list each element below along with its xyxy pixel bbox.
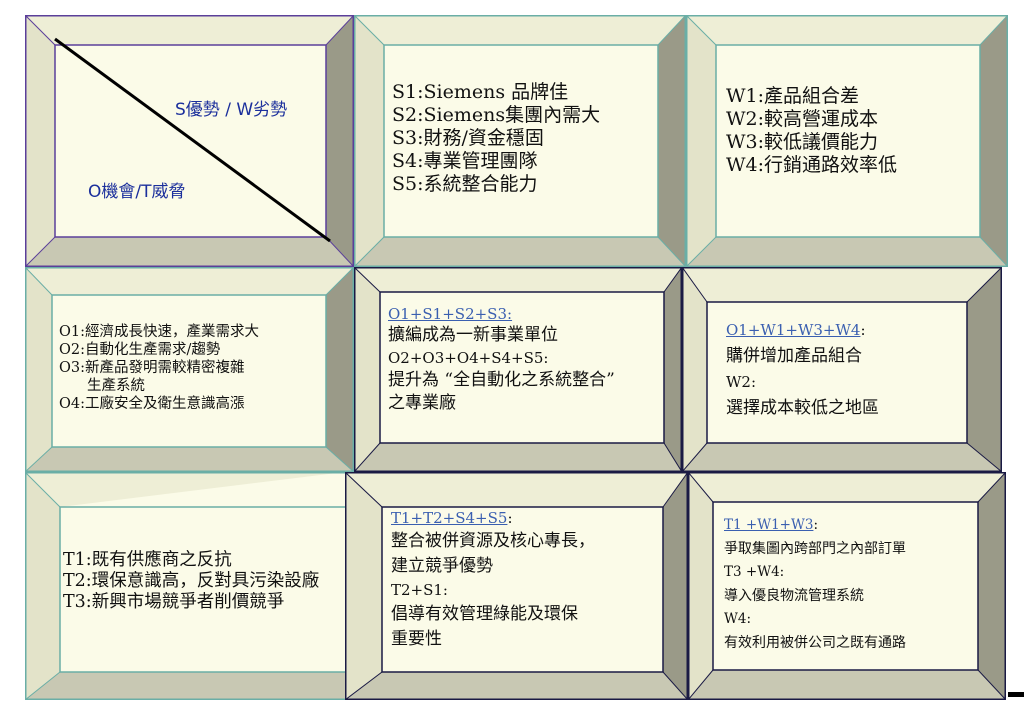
wt-strategy-text: T1 +W1+W3: 爭取集圖內跨部門之內部訂單 T3 +W4: 導入優良物流管… [724, 514, 978, 668]
strength-item: S4:專業管理團隊 [392, 150, 538, 172]
strength-item: S2:Siemens集團內需大 [392, 104, 601, 126]
wt-text-2: 導入優良物流管理系統 [724, 587, 864, 604]
wt-text-3: 有效利用被併公司之既有通路 [724, 634, 906, 651]
so-strategy-text: O1+S1+S2+S3: 擴編成為一新事業單位 O2+O3+O4+S4+S5: … [388, 304, 680, 442]
st-strategy-cell: T1+T2+S4+S5: 整合被併資源及核心專長， 建立競爭優勢 T2+S1: … [345, 472, 688, 700]
threats-list: T1:既有供應商之反抗 T2:環保意識高，反對具污染設廠 T3:新興市場競爭者削… [63, 550, 345, 630]
strengths-list: S1:Siemens 品牌佳 S2:Siemens集團內需大 S3:財務/資金穩… [392, 81, 658, 231]
so-strategy-cell: O1+S1+S2+S3: 擴編成為一新事業單位 O2+O3+O4+S4+S5: … [354, 267, 682, 472]
wo-text-2: 選擇成本較低之地區 [726, 398, 879, 418]
opportunities-cell: O1:經濟成長快速，產業需求大 O2:自動化生產需求/趨勢 O3:新產品發明需較… [25, 267, 354, 472]
weakness-item: W4:行銷通路效率低 [726, 154, 898, 176]
wo-header-1: O1+W1+W3+W4 [726, 321, 861, 339]
wt-text-1: 爭取集圖內跨部門之內部訂單 [724, 540, 906, 557]
opportunity-item: 生產系統 [87, 378, 145, 394]
diagonal-divider [54, 37, 331, 243]
strength-item: S3:財務/資金穩固 [392, 127, 544, 149]
corner-bevel [25, 15, 354, 267]
wo-strategy-text: O1+W1+W3+W4: 購併增加產品組合 W2: 選擇成本較低之地區 [726, 317, 966, 437]
wo-strategy-cell: O1+W1+W3+W4: 購併增加產品組合 W2: 選擇成本較低之地區 [682, 267, 1002, 472]
weaknesses-cell: W1:產品組合差 W2:較高營運成本 W3:較低議價能力 W4:行銷通路效率低 [686, 15, 1008, 267]
weaknesses-list: W1:產品組合差 W2:較高營運成本 W3:較低議價能力 W4:行銷通路效率低 [726, 85, 978, 225]
opportunity-item: O2:自動化生產需求/趨勢 [59, 342, 221, 358]
st-text-1b: 建立競爭優勢 [391, 556, 493, 576]
strength-item: S1:Siemens 品牌佳 [392, 81, 569, 103]
corner-bottom-label: O機會/T威脅 [88, 182, 186, 202]
opportunity-item: O4:工廠安全及衛生意識高漲 [59, 396, 245, 412]
strength-item: S5:系統整合能力 [392, 173, 538, 195]
corner-mark [1008, 692, 1024, 697]
threat-item: T1:既有供應商之反抗 [63, 550, 232, 570]
st-header-2: T2+S1: [391, 581, 448, 599]
st-text-2b: 重要性 [391, 629, 442, 649]
wo-text-1: 購併增加產品組合 [726, 346, 862, 366]
weakness-item: W1:產品組合差 [726, 85, 860, 107]
so-text-2b: 之專業廠 [388, 393, 456, 413]
opportunities-list: O1:經濟成長快速，產業需求大 O2:自動化生產需求/趨勢 O3:新產品發明需較… [59, 323, 327, 443]
wt-header-3: W4: [724, 611, 752, 627]
threats-cell: T1:既有供應商之反抗 T2:環保意識高，反對具污染設廠 T3:新興市場競爭者削… [25, 472, 345, 700]
st-strategy-text: T1+T2+S4+S5: 整合被併資源及核心專長， 建立競爭優勢 T2+S1: … [391, 508, 663, 671]
corner-top-label: S優勢 / W劣勢 [175, 100, 288, 120]
strengths-cell: S1:Siemens 品牌佳 S2:Siemens集團內需大 S3:財務/資金穩… [354, 15, 686, 267]
threat-item: T2:環保意識高，反對具污染設廠 [63, 571, 320, 591]
wt-strategy-cell: T1 +W1+W3: 爭取集圖內跨部門之內部訂單 T3 +W4: 導入優良物流管… [688, 472, 1006, 700]
wt-header-2: T3 +W4: [724, 564, 785, 580]
so-header-2: O2+O3+O4+S4+S5: [388, 349, 549, 367]
weakness-item: W2:較高營運成本 [726, 108, 879, 130]
threat-item: T3:新興市場競爭者削價競爭 [63, 592, 285, 612]
st-text-1a: 整合被併資源及核心專長， [391, 531, 595, 551]
so-header-1: O1+S1+S2+S3: [388, 305, 513, 323]
st-text-2a: 倡導有效管理綠能及環保 [391, 604, 578, 624]
so-text-1: 擴編成為一新事業單位 [388, 325, 558, 345]
opportunity-item: O3:新產品發明需較精密複雜 [59, 360, 245, 376]
weakness-item: W3:較低議價能力 [726, 131, 879, 153]
opportunity-item: O1:經濟成長快速，產業需求大 [59, 324, 259, 340]
st-header-1: T1+T2+S4+S5 [391, 509, 508, 527]
wt-header-1: T1 +W1+W3 [724, 517, 814, 533]
so-text-2a: 提升為 “全自動化之系統整合” [388, 370, 615, 390]
wo-header-2: W2: [726, 373, 757, 391]
corner-cell: S優勢 / W劣勢 O機會/T威脅 [25, 15, 354, 267]
